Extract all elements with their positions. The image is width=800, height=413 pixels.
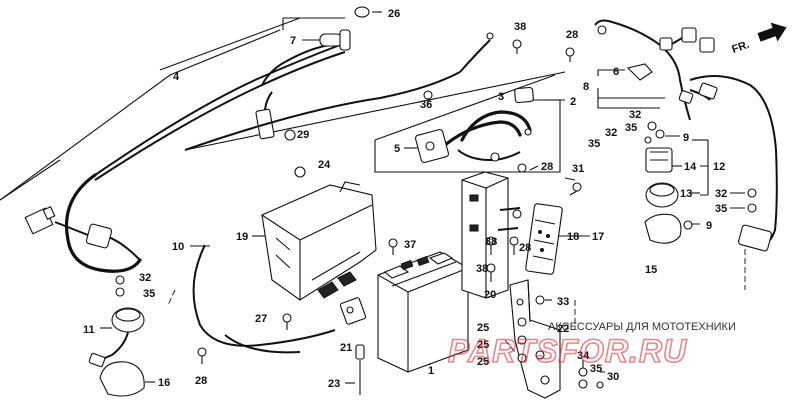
label-34: 34 <box>577 350 590 362</box>
label-26: 26 <box>388 8 400 20</box>
label-38a: 38 <box>514 21 526 33</box>
label-28a: 28 <box>566 29 578 41</box>
battery <box>377 251 469 373</box>
label-32c: 32 <box>715 188 727 200</box>
relay-assembly <box>644 147 682 244</box>
battery-cables <box>414 86 534 164</box>
left-relay <box>88 307 145 397</box>
watermark-logo: PARTSFOR.RU <box>448 333 687 369</box>
label-14: 14 <box>684 161 697 173</box>
part-labels: 1 2 3 4 5 6 7 8 9 9 10 11 12 13 14 15 16… <box>83 8 727 390</box>
front-direction-indicator: FR. <box>730 22 787 56</box>
label-13: 13 <box>680 188 692 200</box>
label-1: 1 <box>428 365 434 377</box>
label-33: 33 <box>557 296 569 308</box>
battery-tray <box>261 181 377 325</box>
label-38c: 38 <box>476 263 488 275</box>
label-25b: 25 <box>477 339 489 351</box>
label-8: 8 <box>583 81 589 93</box>
hardware-bolts <box>115 6 757 395</box>
label-35b: 35 <box>588 138 600 150</box>
label-28d: 28 <box>195 375 207 387</box>
label-30: 30 <box>607 371 619 383</box>
label-23: 23 <box>328 378 340 390</box>
label-32b: 32 <box>605 127 617 139</box>
label-35d: 35 <box>143 288 155 300</box>
label-25a: 25 <box>477 322 489 334</box>
label-25c: 25 <box>477 356 489 368</box>
label-2: 2 <box>570 96 576 108</box>
label-35a: 35 <box>625 122 637 134</box>
label-31: 31 <box>572 163 584 175</box>
label-36: 36 <box>420 99 432 111</box>
label-37: 37 <box>404 239 416 251</box>
label-20: 20 <box>484 289 496 301</box>
label-24: 24 <box>318 159 331 171</box>
label-22: 22 <box>557 323 569 335</box>
label-35c: 35 <box>715 203 727 215</box>
label-21: 21 <box>340 342 352 354</box>
label-28b: 28 <box>541 161 553 173</box>
label-28c: 28 <box>519 242 531 254</box>
watermark: АКСЕССУАРЫ ДЛЯ МОТОТЕХНИКИ PARTSFOR.RU <box>447 321 736 370</box>
label-29: 29 <box>297 129 309 141</box>
wire-harness <box>24 19 778 354</box>
label-32a: 32 <box>629 109 641 121</box>
label-10: 10 <box>172 241 184 253</box>
label-9a: 9 <box>683 132 689 144</box>
label-7: 7 <box>290 35 296 47</box>
label-4: 4 <box>173 71 180 83</box>
label-19: 19 <box>236 231 248 243</box>
label-38b: 38 <box>485 236 497 248</box>
mounting-bracket <box>509 279 561 399</box>
label-27: 27 <box>255 313 267 325</box>
label-35e: 35 <box>590 363 602 375</box>
label-5: 5 <box>394 143 400 155</box>
label-6: 6 <box>613 66 619 78</box>
label-9b: 9 <box>706 220 712 232</box>
ecu-bracket <box>461 171 563 299</box>
label-16: 16 <box>158 377 170 389</box>
label-17: 17 <box>592 231 604 243</box>
label-15: 15 <box>645 264 657 276</box>
label-18: 18 <box>567 231 579 243</box>
watermark-tagline: АКСЕССУАРЫ ДЛЯ МОТОТЕХНИКИ <box>548 321 736 333</box>
label-12: 12 <box>713 161 725 173</box>
front-direction-label: FR. <box>730 39 751 56</box>
label-3: 3 <box>498 91 504 103</box>
label-32d: 32 <box>139 272 151 284</box>
label-11: 11 <box>83 324 95 336</box>
